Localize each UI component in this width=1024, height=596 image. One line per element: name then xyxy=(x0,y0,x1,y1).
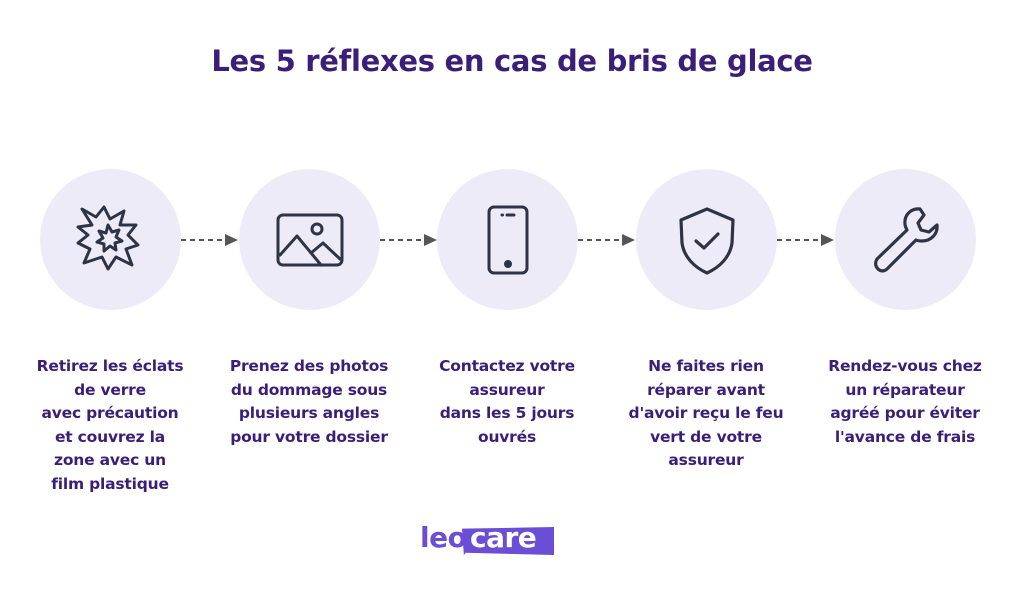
smartphone-icon xyxy=(487,205,528,274)
arrow-4-to-5 xyxy=(777,234,834,246)
arrow-1-to-2 xyxy=(181,234,238,246)
leocare-logo: leo care xyxy=(420,521,560,558)
step-4-text: Ne faites rien réparer avant d'avoir reç… xyxy=(628,357,784,469)
broken-glass-burst-icon xyxy=(76,205,139,270)
shield-check-icon xyxy=(678,206,735,275)
step-5-text: Rendez-vous chez un réparateur agréé pou… xyxy=(828,357,982,446)
step-5-circle xyxy=(835,169,976,310)
arrow-2-to-3 xyxy=(380,234,437,246)
logo-text-care: care xyxy=(470,521,537,554)
photo-image-icon xyxy=(276,213,343,266)
step-1-text: Retirez les éclats de verre avec précaut… xyxy=(36,357,184,493)
step-1-circle xyxy=(40,169,181,310)
step-2-text: Prenez des photos du dommage sous plusie… xyxy=(229,357,389,446)
step-2-circle xyxy=(239,169,380,310)
page-title: Les 5 réflexes en cas de bris de glace xyxy=(211,44,813,78)
logo-badge xyxy=(462,527,554,555)
step-3-circle xyxy=(437,169,578,310)
arrow-3-to-4 xyxy=(578,234,635,246)
wrench-icon xyxy=(873,206,939,272)
step-4-circle xyxy=(636,169,777,310)
step-3-text: Contactez votre assureur dans les 5 jour… xyxy=(439,357,575,446)
logo-text-leo: leo xyxy=(420,521,467,554)
